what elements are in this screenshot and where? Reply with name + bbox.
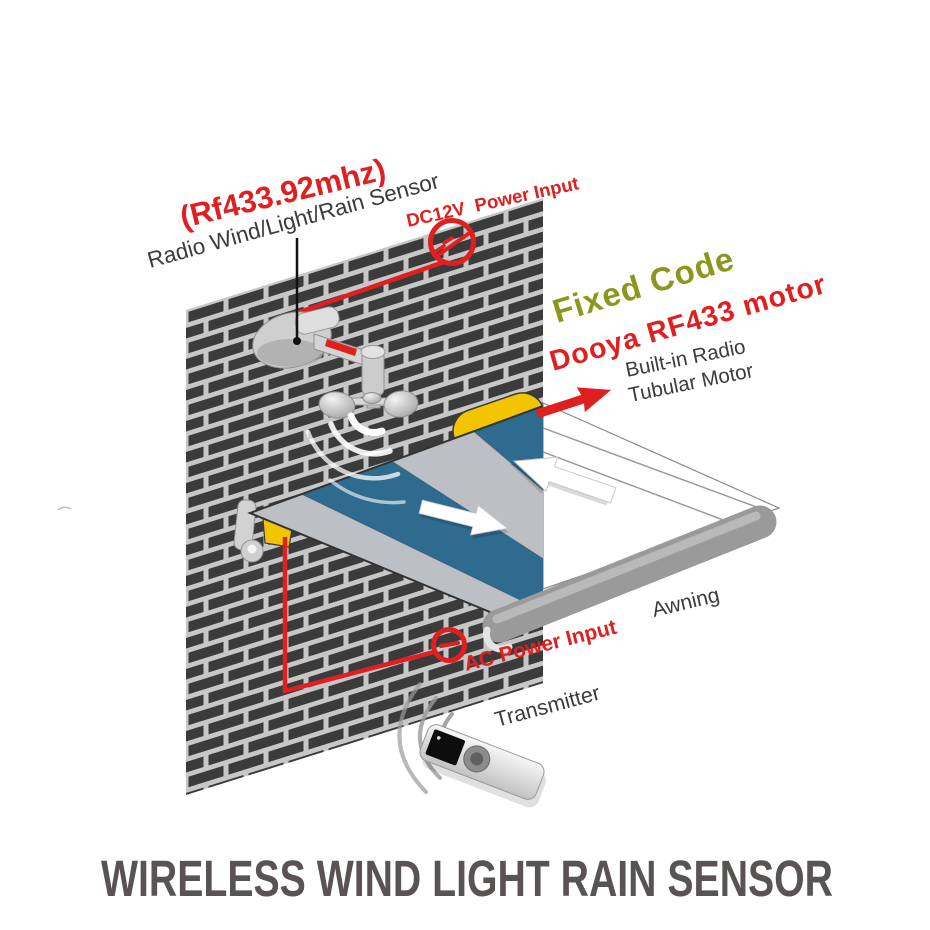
awning-front-bar (482, 505, 777, 653)
dc-power-plug-icon (428, 218, 476, 266)
awning-label: Awning (650, 584, 722, 622)
main-title: WIRELESS WIND LIGHT RAIN SENSOR (101, 850, 833, 907)
awning-fabric (247, 405, 544, 613)
ac-power-cable (282, 537, 435, 694)
awning-seam-line (543, 451, 743, 528)
awning-seam-line (543, 427, 771, 513)
remote-screen (425, 729, 465, 766)
wind-sensor-unit (252, 306, 419, 419)
remote-transmitter (419, 724, 546, 808)
sensor-leader-line (293, 238, 301, 345)
sensor-arm-red-stripe (325, 339, 357, 356)
ac-power-plug-icon (431, 627, 467, 663)
sensor-radio-waves-icon (305, 412, 406, 505)
motor-pointer-arrow (535, 387, 612, 419)
anemometer-cups (318, 390, 419, 419)
stray-mark (57, 506, 72, 511)
retract-arrow (509, 456, 617, 506)
extend-arrow (418, 499, 510, 539)
